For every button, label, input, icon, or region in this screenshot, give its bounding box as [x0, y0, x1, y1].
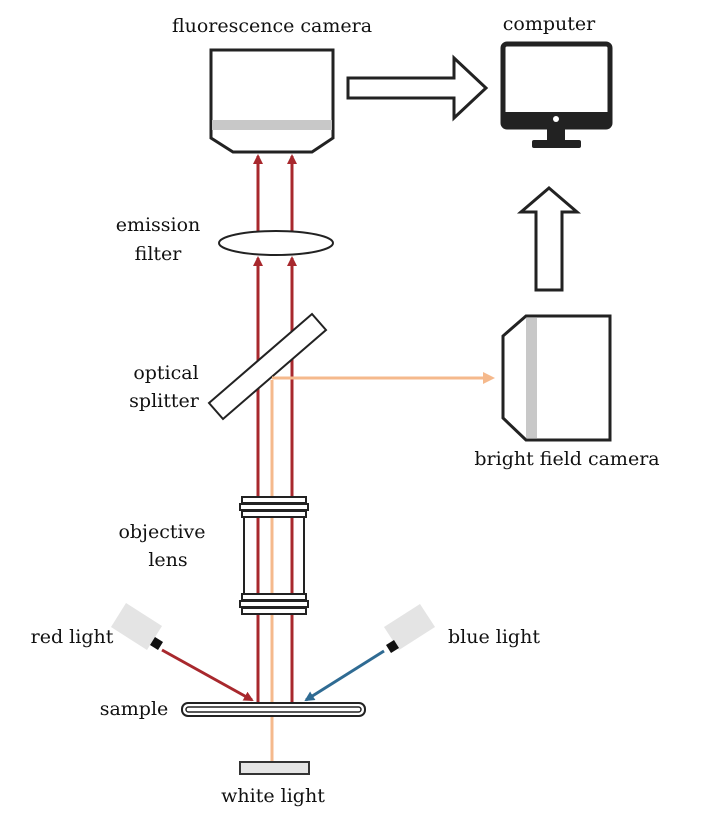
blue-light-source: [384, 604, 435, 653]
fluorescence-camera-label: fluorescence camera: [172, 15, 372, 37]
computer-label: computer: [503, 13, 596, 35]
white-light-label: white light: [221, 785, 325, 807]
monitor-icon: [500, 41, 613, 148]
sample-label: sample: [100, 698, 169, 720]
blue-light-label: blue light: [448, 626, 540, 648]
red-light-beam: [161, 648, 254, 702]
emission-filter-label-line2: filter: [135, 243, 183, 265]
brightfield-to-computer-arrow: [516, 186, 582, 292]
white-light-source: [239, 761, 310, 775]
emission-filter-label-line1: emission: [116, 214, 201, 236]
bright-field-camera-label: bright field camera: [474, 448, 659, 470]
bright-field-camera: [501, 314, 612, 442]
fluorescence-camera: [209, 48, 335, 154]
objective-lens: [239, 496, 309, 615]
emission-filter: [218, 230, 334, 256]
optical-splitter: [207, 312, 328, 421]
optical-splitter-label-line1: optical: [133, 362, 198, 384]
red-light-label: red light: [31, 626, 114, 648]
red-light-source: [111, 603, 163, 650]
optical-splitter-label-line2: splitter: [129, 390, 200, 412]
objective-lens-label-line2: lens: [148, 549, 187, 571]
sample-slide: [181, 702, 366, 717]
fluorescence-camera-window: [212, 120, 332, 130]
bright-field-camera-window: [526, 318, 537, 438]
blue-light-beam: [304, 649, 385, 702]
objective-lens-label-line1: objective: [118, 521, 205, 543]
camera-to-computer-arrow: [346, 54, 489, 122]
